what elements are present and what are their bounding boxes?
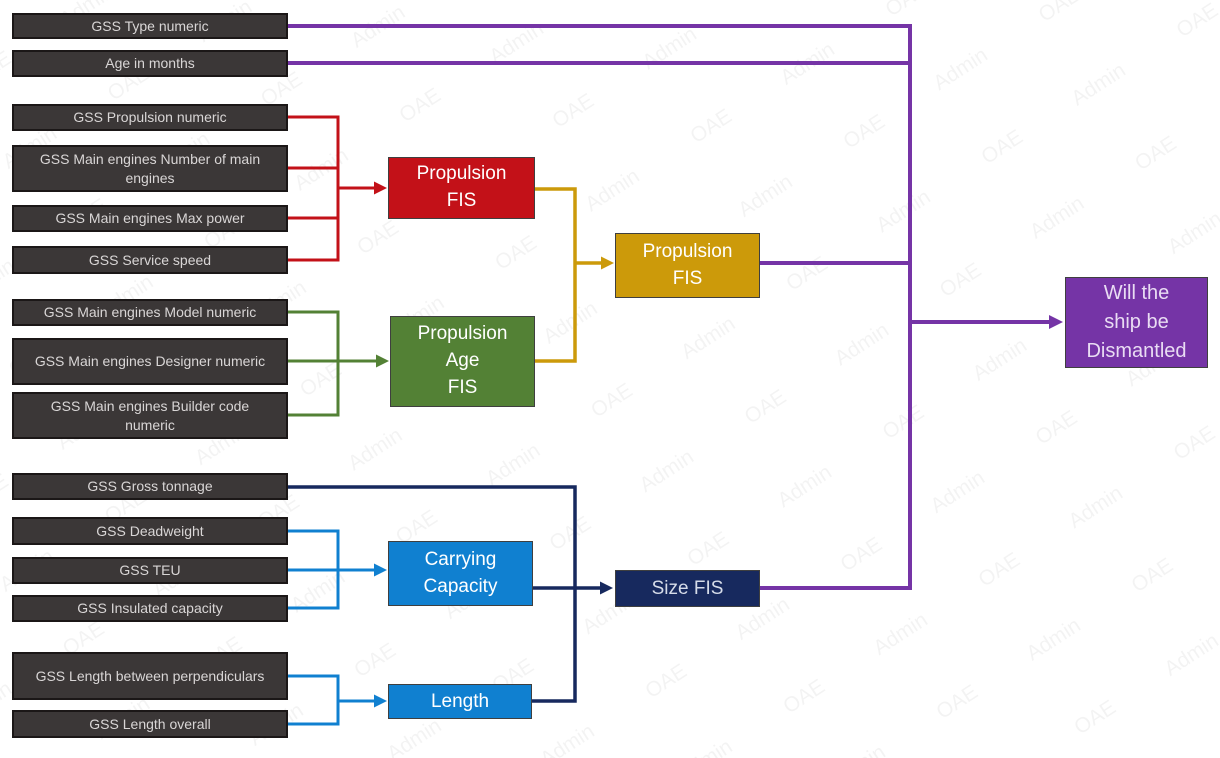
connector-gold bbox=[535, 187, 603, 363]
arrowhead-propulsion-fis-2 bbox=[601, 256, 614, 270]
node-propulsion-fis: Propulsion FIS bbox=[388, 157, 535, 219]
input-gss-type-numeric: GSS Type numeric bbox=[12, 13, 288, 39]
input-max-power: GSS Main engines Max power bbox=[12, 205, 288, 232]
arrowhead-propulsion-fis bbox=[374, 181, 387, 195]
node-carrying-capacity: Carrying Capacity bbox=[388, 541, 533, 606]
node-propulsion-fis-2: Propulsion FIS bbox=[615, 233, 760, 298]
input-number-of-main-engines: GSS Main engines Number of main engines bbox=[12, 145, 288, 192]
input-insulated-capacity: GSS Insulated capacity bbox=[12, 595, 288, 622]
arrowhead-length bbox=[374, 694, 387, 708]
connector-green bbox=[288, 310, 378, 417]
connector-red bbox=[288, 115, 376, 262]
arrowhead-size-fis bbox=[600, 581, 613, 595]
connector-purple bbox=[288, 24, 1052, 590]
connector-navy bbox=[288, 485, 602, 703]
arrowhead-output bbox=[1049, 315, 1063, 329]
input-deadweight: GSS Deadweight bbox=[12, 517, 288, 545]
input-service-speed: GSS Service speed bbox=[12, 246, 288, 274]
arrowhead-carrying-capacity bbox=[374, 563, 387, 577]
input-designer-numeric: GSS Main engines Designer numeric bbox=[12, 338, 288, 385]
node-length: Length bbox=[388, 684, 532, 719]
connector-blue bbox=[288, 529, 376, 726]
input-age-in-months: Age in months bbox=[12, 50, 288, 77]
node-output-will-ship-be-dismantled: Will the ship be Dismantled bbox=[1065, 277, 1208, 368]
input-length-between-perpendiculars: GSS Length between perpendiculars bbox=[12, 652, 288, 700]
arrowhead-propulsion-age-fis bbox=[376, 354, 389, 368]
input-gross-tonnage: GSS Gross tonnage bbox=[12, 473, 288, 500]
input-model-numeric: GSS Main engines Model numeric bbox=[12, 299, 288, 326]
node-propulsion-age-fis: Propulsion Age FIS bbox=[390, 316, 535, 407]
node-size-fis: Size FIS bbox=[615, 570, 760, 607]
input-gss-propulsion-numeric: GSS Propulsion numeric bbox=[12, 104, 288, 131]
input-teu: GSS TEU bbox=[12, 557, 288, 584]
input-length-overall: GSS Length overall bbox=[12, 710, 288, 738]
input-builder-code-numeric: GSS Main engines Builder code numeric bbox=[12, 392, 288, 439]
